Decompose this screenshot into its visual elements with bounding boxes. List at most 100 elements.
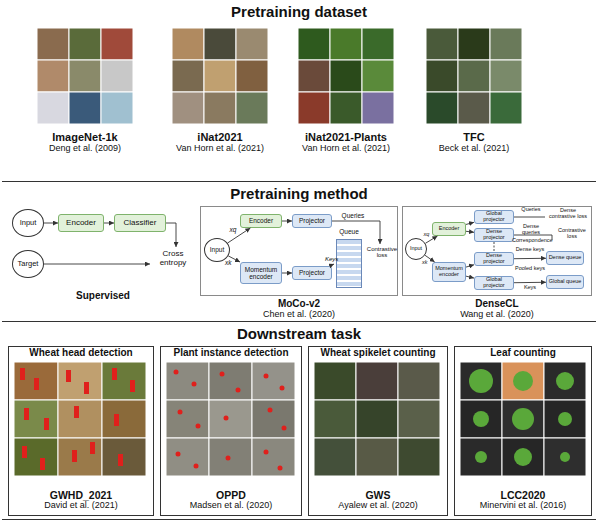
dataset-name: ImageNet-1k (52, 132, 117, 144)
photo-cell (544, 400, 586, 438)
citation: Deng et al. (2009) (49, 144, 121, 154)
task-title: Wheat spikelet counting (320, 348, 435, 359)
citation: Van Horn et al. (2021) (176, 144, 264, 154)
citation: Chen et al. (2020) (263, 310, 335, 320)
detection-dot (264, 450, 269, 455)
node-label: Global queue (549, 279, 582, 285)
input-circle: Input (405, 238, 427, 260)
photo-mosaic (298, 28, 394, 124)
detection-box (66, 370, 71, 382)
photo-cell (102, 400, 146, 438)
annotation-label: Correspondence (512, 238, 552, 244)
photo-cell (236, 92, 268, 124)
method-name: MoCo-v2 (278, 299, 320, 310)
flow-line (44, 264, 150, 265)
photo-cell (236, 28, 268, 60)
photo-cell (356, 362, 398, 400)
task-title: Plant instance detection (173, 348, 288, 359)
photo-cell (204, 28, 236, 60)
method-panel: DenseCLWang et al. (2020)InputEncoderGlo… (402, 206, 592, 322)
node-label: Classifier (124, 219, 157, 228)
photo-mosaic (314, 362, 440, 476)
detection-box (114, 414, 119, 426)
detection-box (72, 450, 77, 462)
photo-cell (502, 438, 544, 476)
photo-cell (362, 60, 394, 92)
photo-cell (101, 92, 133, 124)
flow-arrow (282, 221, 292, 222)
photo-cell (490, 92, 522, 124)
detection-dot (280, 386, 285, 391)
rosette (514, 448, 532, 466)
node-label: Encoder (439, 226, 460, 232)
photo-cell (204, 60, 236, 92)
photo-cell (58, 438, 102, 476)
projector-box: Momentum encoder (432, 262, 466, 282)
detection-dot (268, 408, 273, 413)
projector-box: Dense queue (546, 251, 584, 265)
input-circle: Target (12, 250, 44, 278)
photo-cell (544, 362, 586, 400)
dataset-name: LCC2020 (501, 490, 546, 501)
detection-box (34, 378, 39, 390)
flow-arrow (466, 265, 474, 267)
flow-arrow (228, 256, 240, 262)
photo-cell (426, 60, 458, 92)
photo-cell (209, 400, 252, 438)
photo-cell (330, 92, 362, 124)
section-heading: Downstream task (237, 326, 361, 342)
dataset-name: GWS (365, 490, 390, 501)
citation: Wang et al. (2020) (460, 310, 534, 320)
section-band: Pretraining datasetImageNet-1kDeng et al… (2, 2, 596, 182)
projector-box: Global queue (546, 275, 584, 289)
photo-cell (458, 28, 490, 60)
dataset-tile: iNat2021Van Horn et al. (2021) (170, 28, 270, 154)
flow-arrow (425, 236, 437, 243)
photo-cell (330, 60, 362, 92)
node-label: Input (210, 246, 224, 253)
node-label: Projector (299, 217, 325, 224)
annotation-label: Contrastive loss (366, 246, 398, 259)
process-box: Encoder (58, 214, 104, 232)
photo-cell (37, 28, 69, 60)
flow-arrow (44, 223, 58, 224)
photo-cell (58, 362, 102, 400)
detection-box (24, 408, 29, 420)
rosette (513, 371, 533, 391)
edge-label: xk (225, 259, 232, 266)
flow-arrow (228, 228, 251, 243)
task-panel: Wheat spikelet countingGWSAyalew et al. … (308, 346, 448, 516)
rosette (556, 372, 574, 390)
flow-arrow (282, 273, 292, 274)
annotation-label: Keys (516, 285, 544, 291)
input-circle: Input (204, 238, 230, 262)
photo-mosaic (172, 28, 268, 124)
process-box: Classifier (114, 214, 166, 232)
flow-arrow (466, 222, 474, 224)
photo-cell (172, 28, 204, 60)
projector-box: Projector (292, 266, 332, 280)
detection-dot (226, 456, 231, 461)
flow-line (494, 242, 495, 252)
flow-arrow (514, 282, 546, 283)
rosette (475, 451, 487, 463)
rosette (512, 408, 534, 430)
detection-box (44, 418, 49, 430)
queue-stack: Queue (334, 228, 364, 288)
detection-box (90, 442, 95, 454)
annotation-label: Dense keys (514, 247, 546, 253)
photo-cell (236, 60, 268, 92)
photo-mosaic (460, 362, 586, 476)
detection-dot (192, 382, 197, 387)
photo-cell (398, 438, 440, 476)
detection-box (40, 458, 45, 470)
annotation-label: Dense queries (516, 224, 546, 236)
process-box: Encoder (240, 214, 282, 228)
detection-box (84, 382, 89, 394)
citation: Van Horn et al. (2021) (302, 144, 390, 154)
detection-markers (20, 368, 135, 470)
node-label: Momentum encoder (433, 266, 465, 278)
photo-cell (37, 92, 69, 124)
photo-cell (298, 60, 330, 92)
